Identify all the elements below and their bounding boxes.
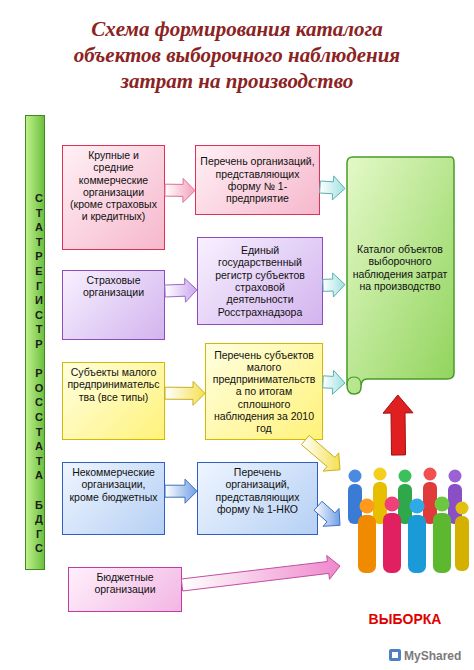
list-box: Перечень организаций, представляющих фор… [197,462,318,535]
block-arrow [165,381,205,405]
node-label: ВЫБОРКА [340,611,470,627]
node-label: СТАТРЕГИСТР РОССТАТА БДГС [27,192,45,557]
node-label: Перечень субъектов малого предпринимател… [210,349,318,435]
node-label: Перечень организаций, представляющих фор… [200,155,315,204]
registry-band: СТАТРЕГИСТР РОССТАТА БДГС [25,115,45,570]
source-box: Субъекты малого предпринимательства (все… [62,362,165,440]
block-arrow [181,556,340,592]
source-box: Страховые организации [62,270,165,340]
crowd-illustration [340,462,470,577]
node-label: Перечень организаций, представляющих фор… [202,466,313,515]
block-arrow [323,273,345,297]
list-box: Перечень организаций, представляющих фор… [195,145,320,215]
node-label: Каталог объектов выборочного наблюдения … [349,243,451,292]
front-row [358,497,469,574]
source-box: Крупные и средние коммерческие организац… [62,145,165,250]
watermark: MyShared [404,649,461,663]
node-label: Некоммерческие организации, кроме бюджет… [67,466,160,503]
diagram-title: Схема формирования каталога объектов выб… [62,16,412,94]
block-arrow [323,370,345,394]
source-box: Некоммерческие организации, кроме бюджет… [62,462,165,535]
sample-group: ВЫБОРКА [340,455,470,640]
catalog-scroll: Каталог объектов выборочного наблюдения … [345,155,455,395]
block-arrow [320,176,345,200]
source-box: Бюджетные организации [68,567,182,612]
block-arrow [383,395,413,455]
list-box: Единый государственный регистр субъектов… [197,237,323,325]
block-arrow [165,479,197,503]
node-label: Единый государственный регистр субъектов… [202,244,318,318]
node-label: Крупные и средние коммерческие организац… [67,149,160,223]
block-arrow [165,278,197,302]
node-label: Субъекты малого предпринимательства (все… [67,366,160,403]
block-arrow [165,178,195,202]
watermark-icon [388,648,402,662]
node-label: Бюджетные организации [73,571,177,596]
node-label: Страховые организации [67,274,160,299]
list-box: Перечень субъектов малого предпринимател… [205,343,323,440]
